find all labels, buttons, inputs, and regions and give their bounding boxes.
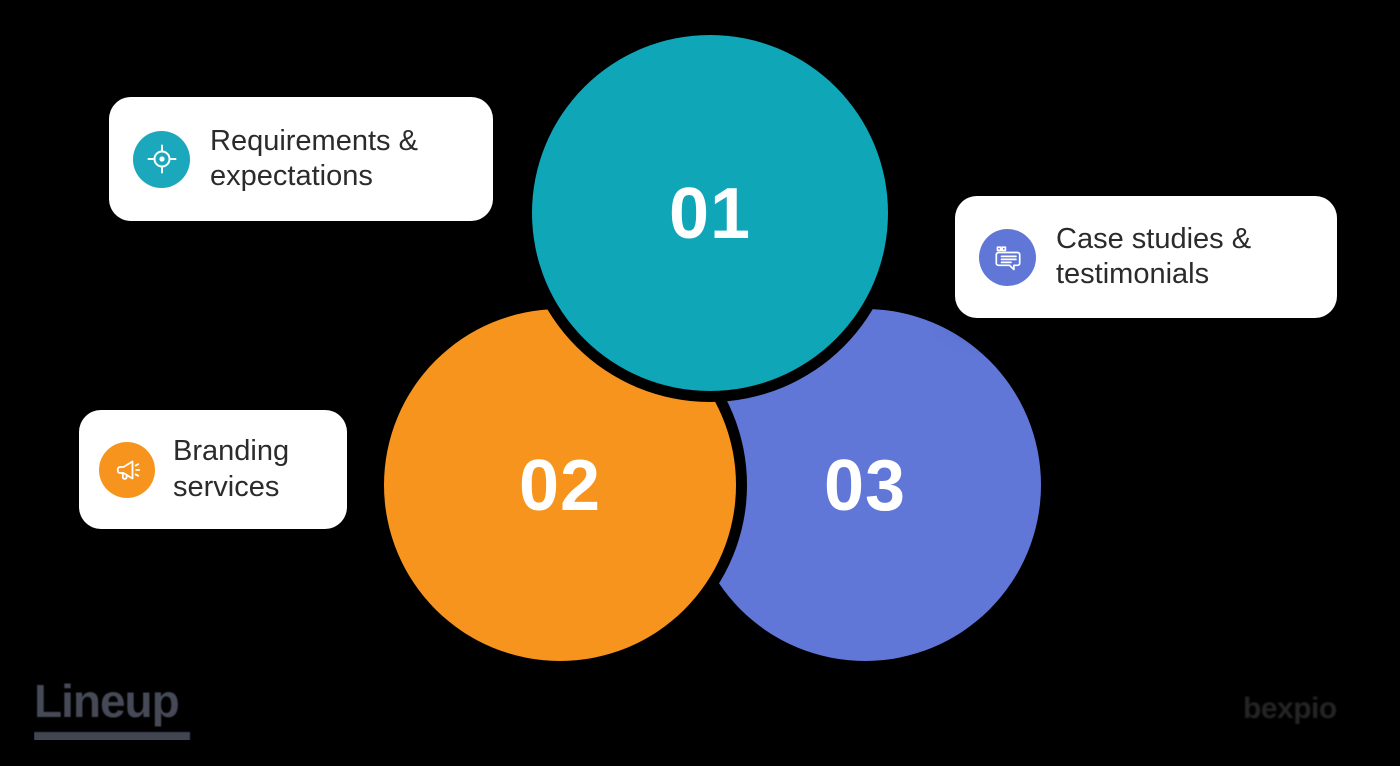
card-requirements-expectations[interactable]: Requirements & expectations <box>109 97 493 221</box>
card-requirements-label: Requirements & expectations <box>210 124 418 192</box>
watermark-left-text: Lineup <box>34 678 180 727</box>
card-branding-services[interactable]: Branding services <box>79 410 347 529</box>
watermark-left-subtitle <box>34 732 190 740</box>
quote-speech-bubble-icon <box>979 228 1036 286</box>
circle-number-02: 02 <box>518 446 602 526</box>
card-branding-label: Branding services <box>173 435 290 503</box>
card-case-studies-label: Case studies & testimonials <box>1056 222 1252 290</box>
megaphone-icon <box>99 441 155 498</box>
card-case-studies-testimonials[interactable]: Case studies & testimonials <box>955 196 1337 318</box>
watermark-left: Lineup <box>34 678 210 740</box>
target-crosshair-icon <box>133 130 190 188</box>
watermark-right: bexpio <box>1243 694 1377 728</box>
circle-number-01: 01 <box>668 174 752 254</box>
watermark-right-text: bexpio <box>1243 694 1337 725</box>
circle-number-03: 03 <box>823 446 907 526</box>
